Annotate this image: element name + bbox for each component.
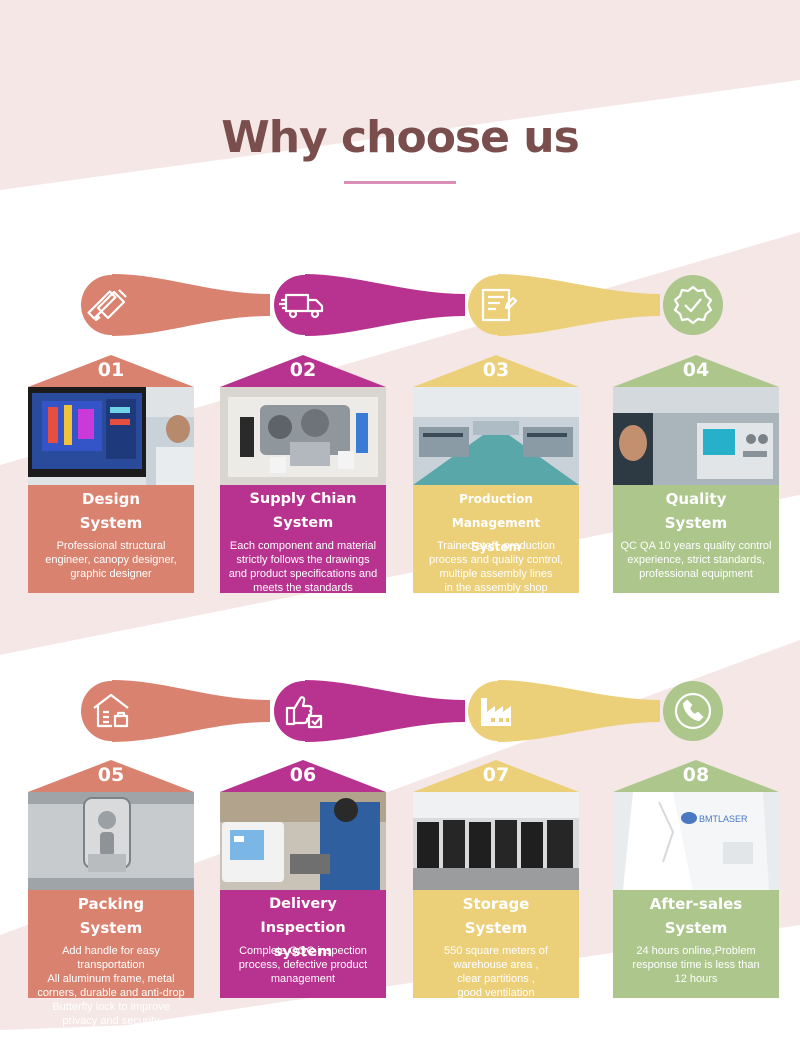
step-number: 06 xyxy=(289,764,317,786)
card-title-line2: System xyxy=(272,515,334,531)
clipboard-edit-icon xyxy=(469,276,527,334)
thumbs-up-check-icon xyxy=(275,682,333,740)
card-title-line1: Packing xyxy=(77,895,145,913)
page-title: Why choose us xyxy=(221,112,580,163)
supply-chain-photo xyxy=(220,387,386,485)
card-description: QC QA 10 years quality control experienc… xyxy=(620,540,772,580)
card-description: Professional structural engineer, canopy… xyxy=(45,540,177,580)
step-number: 07 xyxy=(482,764,510,786)
design-photo xyxy=(28,387,194,485)
card-title-line2: System xyxy=(664,919,728,937)
card-supply-chain-system: 02 Supply Chian System Each component an… xyxy=(220,355,386,594)
card-design-system: 01 Design System Professional structural… xyxy=(28,355,194,593)
card-description: 24 hours online,Problem response time is… xyxy=(632,945,760,985)
quality-inspection-photo xyxy=(613,387,779,485)
card-title-line1: After-sales xyxy=(649,895,743,913)
card-storage-system: 07 Storage System 550 square meters of w… xyxy=(413,760,579,999)
card-title-line1: Design xyxy=(81,490,141,508)
delivery-inspection-photo xyxy=(220,792,386,890)
card-packing-system: 05 Packing System Add handle for easy tr… xyxy=(28,760,194,1027)
brand-text: BMTLASER xyxy=(699,814,748,824)
card-title-line1: Storage xyxy=(462,895,530,913)
title-underline xyxy=(344,181,456,184)
packing-case-photo xyxy=(28,792,194,890)
card-delivery-inspection-system: 06 Delivery Inspection system Complete Q… xyxy=(220,760,386,998)
card-title-line1: Delivery Inspection xyxy=(260,896,346,936)
card-title-line2: System xyxy=(79,514,143,532)
factory-icon xyxy=(469,682,527,740)
step-number: 03 xyxy=(482,359,510,381)
card-production-management-system: 03 Production Management System Trained … xyxy=(413,355,579,594)
card-description: 550 square meters of warehouse area , cl… xyxy=(444,945,548,999)
card-title-line2: System xyxy=(664,514,728,532)
card-after-sales-system: 08 BMTLASER After-sales System 24 hours … xyxy=(613,760,779,998)
step-number: 04 xyxy=(682,359,710,381)
card-title-line2: System xyxy=(79,919,143,937)
step-number: 02 xyxy=(289,359,317,381)
card-description: Add handle for easy transportation All a… xyxy=(37,945,185,1027)
card-description: Complete QQC inspection process, defecti… xyxy=(238,945,368,985)
step-number: 01 xyxy=(97,359,125,381)
card-title-line1: Quality xyxy=(665,490,727,508)
card-title-line1: Production Management xyxy=(451,492,541,530)
card-title-line1: Supply Chian xyxy=(249,491,357,507)
step-number: 08 xyxy=(682,764,710,786)
card-description: Trained staff, production process and qu… xyxy=(429,540,563,594)
production-line-photo xyxy=(413,387,579,485)
card-title-line2: System xyxy=(464,919,528,937)
quality-badge-icon xyxy=(664,276,722,334)
card-quality-system: 04 Quality System QC QA 10 years quality… xyxy=(613,355,779,593)
pencil-ruler-icon xyxy=(82,276,140,334)
delivery-truck-icon xyxy=(275,276,333,334)
warehouse-box-icon xyxy=(82,682,140,740)
warehouse-photo xyxy=(413,792,579,890)
card-description: Each component and material strictly fol… xyxy=(228,540,378,594)
step-number: 05 xyxy=(97,764,125,786)
card-title-line2: System xyxy=(471,540,521,554)
after-sales-photo: BMTLASER xyxy=(613,792,779,890)
phone-icon xyxy=(664,682,722,740)
card-title-line2: system xyxy=(273,944,333,960)
